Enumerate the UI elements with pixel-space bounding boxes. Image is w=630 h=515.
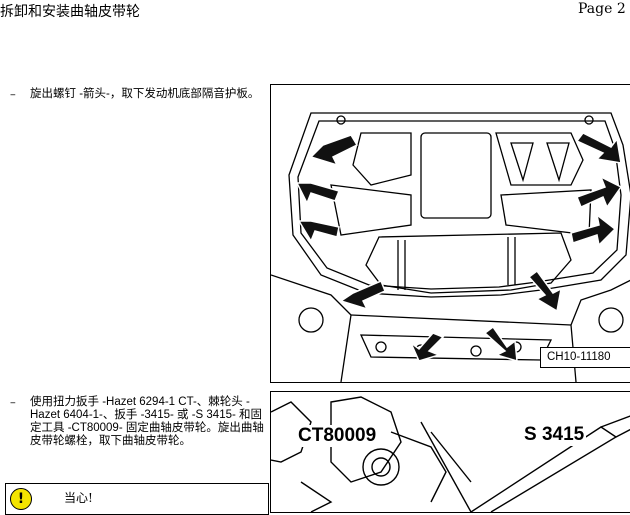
step-text: 旋出螺钉 -箭头-，取下发动机底部隔音护板。 — [30, 88, 260, 100]
figure-underbody-panel — [270, 84, 630, 383]
arrow-marker — [409, 332, 445, 362]
arrow-marker — [309, 134, 359, 167]
arrow-marker — [575, 132, 622, 164]
arrow-marker — [483, 325, 518, 363]
figure-crankshaft-pulley — [270, 391, 630, 513]
caution-label: 当心! — [64, 491, 93, 505]
crankshaft-pulley-drawing — [271, 396, 630, 512]
arrow-marker — [576, 175, 623, 209]
step-text: 使用扭力扳手 -Hazet 6294-1 CT-、棘轮头 -Hazet 6404… — [30, 396, 264, 447]
arrow-marker — [295, 182, 341, 205]
arrow-marker — [527, 269, 563, 313]
warning-icon: ! — [10, 488, 32, 510]
figure-code: CH10-11180 — [540, 347, 630, 368]
arrow-marker — [339, 280, 386, 311]
caution-note: ! 当心! — [5, 483, 269, 515]
arrow-marker — [570, 213, 617, 247]
page-number: Page 2 o — [578, 1, 630, 17]
step-bullet: – — [10, 87, 16, 101]
arrow-marker — [297, 220, 340, 243]
underbody-panel-drawing — [271, 112, 630, 382]
label-s3415: S 3415 — [522, 424, 587, 446]
label-ct80009: CT80009 — [296, 425, 379, 447]
step-bullet: – — [10, 395, 16, 409]
document-title: 拆卸和安装曲轴皮带轮 — [0, 4, 140, 20]
